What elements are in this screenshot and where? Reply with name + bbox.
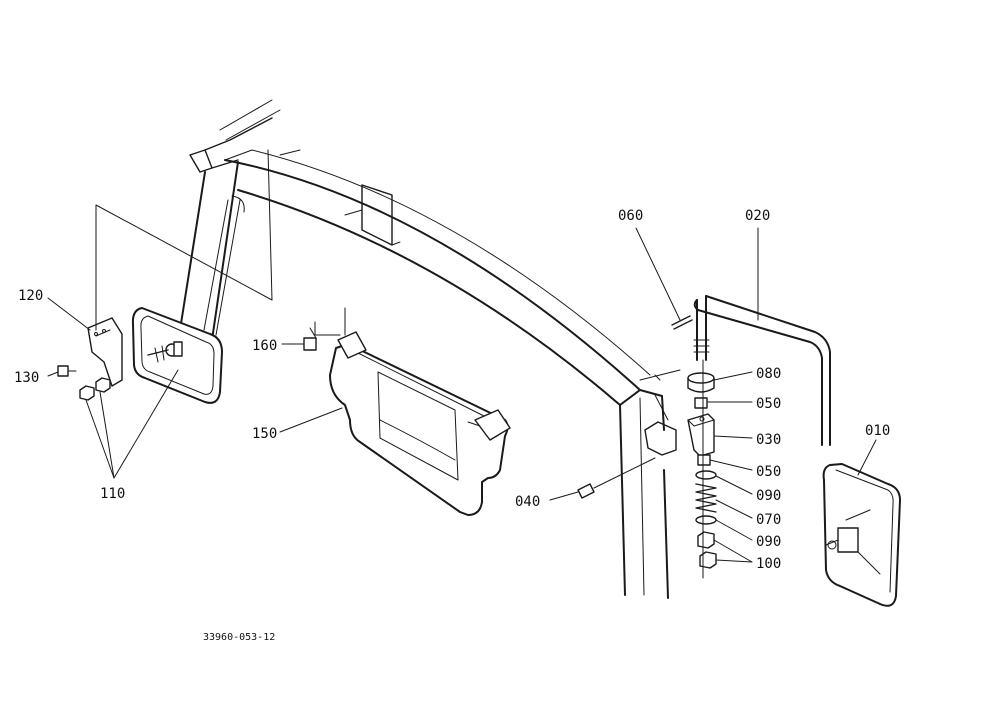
left-mirror — [57, 204, 273, 404]
cab-frame — [179, 99, 681, 599]
callout-130: 130 — [14, 370, 39, 386]
callout-090-lower: 090 — [756, 534, 781, 550]
callouts: 010 020 030 040 050 050 060 070 080 090 … — [14, 208, 890, 643]
right-mirror — [822, 463, 901, 607]
sun-visor — [303, 307, 511, 516]
callout-010: 010 — [865, 423, 890, 439]
callout-060: 060 — [618, 208, 643, 224]
right-mirror-parts — [577, 295, 831, 579]
callout-050-upper: 050 — [756, 396, 781, 412]
callout-070: 070 — [756, 512, 781, 528]
callout-050-lower: 050 — [756, 464, 781, 480]
callout-090-upper: 090 — [756, 488, 781, 504]
leader-lines — [47, 227, 877, 563]
callout-150: 150 — [252, 426, 277, 442]
callout-160: 160 — [252, 338, 277, 354]
callout-120: 120 — [18, 288, 43, 304]
callout-100: 100 — [756, 556, 781, 572]
callout-040: 040 — [515, 494, 540, 510]
callout-080: 080 — [756, 366, 781, 382]
callout-030: 030 — [756, 432, 781, 448]
drawing-number: 33960-053-12 — [203, 632, 275, 643]
callout-110: 110 — [100, 486, 125, 502]
callout-020: 020 — [745, 208, 770, 224]
